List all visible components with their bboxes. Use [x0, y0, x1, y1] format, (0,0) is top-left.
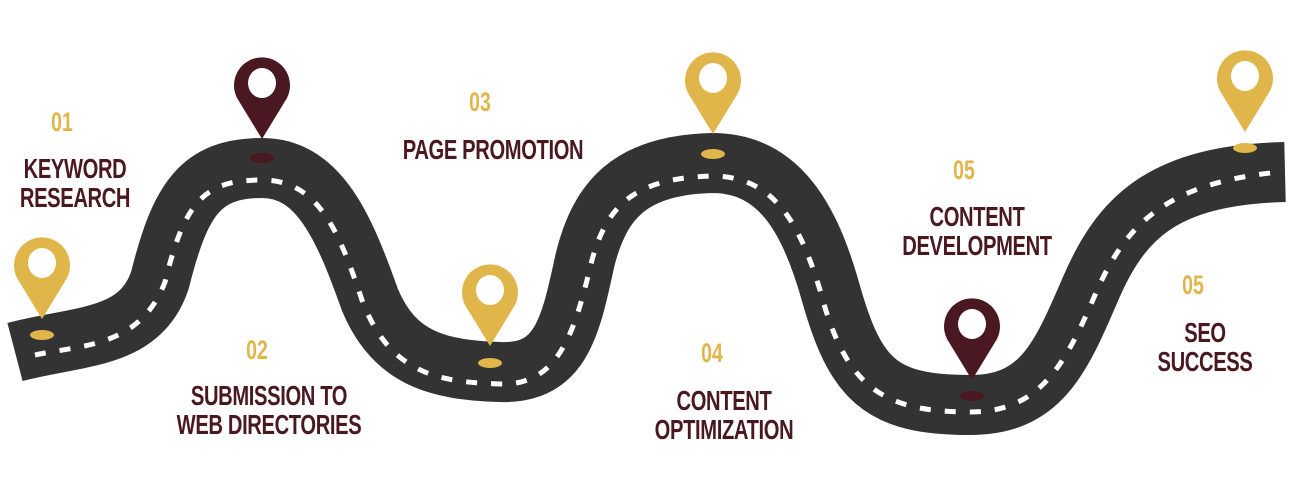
- step-4-number: 04: [701, 338, 723, 368]
- step-6-title-line2: SUCCESS: [1157, 346, 1253, 377]
- step-2-title: SUBMISSION TO WEB DIRECTORIES: [177, 381, 362, 439]
- pin-hole: [699, 63, 727, 93]
- road-marker: [30, 330, 54, 340]
- pin-hole: [1231, 61, 1259, 91]
- step-3-title-line1: PAGE PROMOTION: [402, 134, 584, 165]
- map-pin-icon: [234, 57, 290, 163]
- pin-body: [943, 298, 1000, 380]
- step-3-title: PAGE PROMOTION: [403, 135, 584, 164]
- step-1-title-line2: RESEARCH: [19, 182, 131, 213]
- step-5-title: CONTENT DEVELOPMENT: [902, 202, 1052, 260]
- step-6-title-line1: SEO: [1184, 317, 1226, 348]
- map-pin-icon: [685, 52, 741, 159]
- step-5-number: 05: [953, 155, 975, 185]
- step-3-number: 03: [469, 87, 491, 117]
- pin-hole: [958, 309, 986, 339]
- step-4-title-line2: OPTIMIZATION: [654, 414, 794, 445]
- road-marker: [478, 358, 502, 368]
- pin-body: [685, 52, 741, 134]
- pin-body: [234, 57, 290, 139]
- step-5-title-line1: CONTENT: [929, 201, 1025, 232]
- pin-body: [13, 237, 71, 319]
- step-1-title: KEYWORD RESEARCH: [19, 153, 131, 213]
- map-pin-icon: [943, 298, 1000, 401]
- pin-body: [1217, 50, 1273, 132]
- pin-hole: [28, 248, 56, 278]
- road-marker: [701, 149, 725, 159]
- map-pin-icon: [1217, 50, 1273, 153]
- step-1-number: 01: [51, 107, 73, 137]
- step-2-number: 02: [246, 335, 268, 365]
- step-2-title-line1: SUBMISSION TO: [190, 380, 348, 411]
- road: [7, 132, 1286, 436]
- step-4-title: CONTENT OPTIMIZATION: [655, 386, 794, 444]
- step-6-number: 05: [1182, 270, 1204, 300]
- step-2-title-line2: WEB DIRECTORIES: [176, 409, 362, 440]
- map-pin-icon: [462, 264, 518, 368]
- road-marker: [960, 391, 984, 401]
- pin-hole: [476, 275, 504, 305]
- lane-markings: [34, 169, 1281, 415]
- road-marker: [1233, 143, 1257, 153]
- step-1-title-line1: KEYWORD: [23, 153, 127, 184]
- road-marker: [250, 153, 274, 163]
- step-6-title: SEO SUCCESS: [1158, 318, 1253, 376]
- step-4-title-line1: CONTENT: [676, 385, 772, 416]
- pin-body: [462, 264, 518, 346]
- pin-hole: [248, 68, 276, 98]
- map-pin-icon: [13, 237, 71, 340]
- step-5-title-line2: DEVELOPMENT: [902, 230, 1052, 261]
